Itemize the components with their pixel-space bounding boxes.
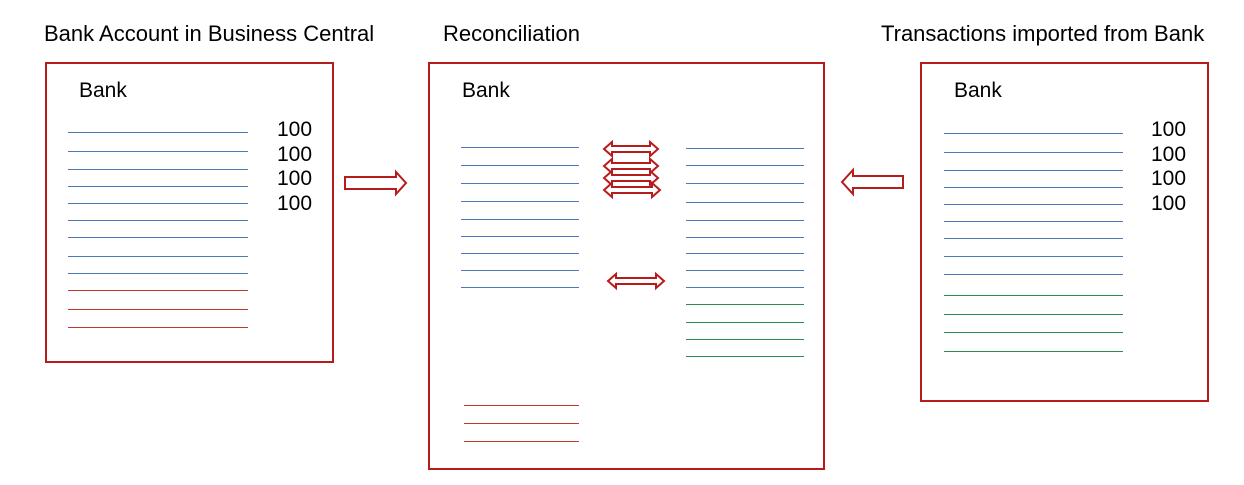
entry-line: [464, 441, 579, 442]
entry-line: [686, 183, 804, 184]
match-arrow-icon: [606, 271, 666, 291]
entry-line: [461, 165, 579, 166]
left-bank-label: Bank: [79, 79, 127, 102]
right-amounts: 100 100 100 100: [1151, 118, 1186, 216]
entry-line: [461, 183, 579, 184]
entry-line: [944, 170, 1123, 171]
entry-line: [68, 327, 248, 328]
center-bank-label: Bank: [462, 79, 510, 102]
right-amount: 100: [1151, 191, 1187, 215]
entry-line: [944, 152, 1123, 153]
entry-line: [461, 219, 579, 220]
entry-line: [68, 132, 248, 133]
entry-line: [464, 405, 579, 406]
entry-line: [944, 238, 1123, 239]
entry-line: [68, 256, 248, 257]
entry-line: [944, 187, 1123, 188]
entry-line: [944, 314, 1123, 315]
entry-line: [686, 287, 804, 288]
entry-line: [944, 221, 1123, 222]
match-arrow-icon: [602, 180, 662, 200]
entry-line: [68, 309, 248, 310]
left-amount: 100: [277, 167, 313, 190]
left-amounts: 100 100 100 100: [277, 118, 312, 216]
title-bank-account: Bank Account in Business Central: [44, 21, 375, 46]
left-arrow-icon: [840, 167, 904, 197]
right-arrow-icon: [344, 169, 408, 197]
entry-line: [944, 256, 1123, 257]
left-amount: 100: [277, 118, 313, 141]
entry-line: [686, 165, 804, 166]
entry-line: [686, 202, 804, 203]
entry-line: [68, 220, 248, 221]
entry-line: [686, 253, 804, 254]
entry-line: [461, 236, 579, 237]
entry-line: [944, 351, 1123, 352]
left-amount: 100: [277, 191, 313, 215]
right-amount: 100: [1151, 167, 1187, 190]
imported-transactions-box: [920, 62, 1209, 402]
entry-line: [686, 270, 804, 271]
entry-line: [944, 274, 1123, 275]
entry-line: [686, 339, 804, 340]
entry-line: [686, 148, 804, 149]
left-amount: 100: [277, 142, 313, 166]
entry-line: [68, 203, 248, 204]
entry-line: [461, 201, 579, 202]
entry-line: [461, 147, 579, 148]
reconciliation-box: [428, 62, 825, 470]
entry-line: [944, 332, 1123, 333]
right-amount: 100: [1151, 142, 1187, 166]
entry-line: [461, 270, 579, 271]
entry-line: [944, 204, 1123, 205]
right-bank-label: Bank: [954, 79, 1002, 102]
entry-line: [68, 273, 248, 274]
entry-line: [944, 133, 1123, 134]
entry-line: [686, 356, 804, 357]
entry-line: [68, 186, 248, 187]
right-amount: 100: [1151, 118, 1187, 141]
entry-line: [464, 423, 579, 424]
bank-account-box: [45, 62, 334, 363]
entry-line: [686, 322, 804, 323]
entry-line: [686, 304, 804, 305]
title-reconciliation: Reconciliation: [443, 21, 580, 46]
entry-line: [68, 290, 248, 291]
entry-line: [944, 295, 1123, 296]
match-arrow-icon: [602, 139, 660, 159]
entry-line: [68, 169, 248, 170]
entry-line: [461, 253, 579, 254]
entry-line: [686, 220, 804, 221]
title-imported-transactions: Transactions imported from Bank: [881, 21, 1205, 46]
entry-line: [686, 237, 804, 238]
entry-line: [461, 287, 579, 288]
entry-line: [68, 237, 248, 238]
entry-line: [68, 151, 248, 152]
